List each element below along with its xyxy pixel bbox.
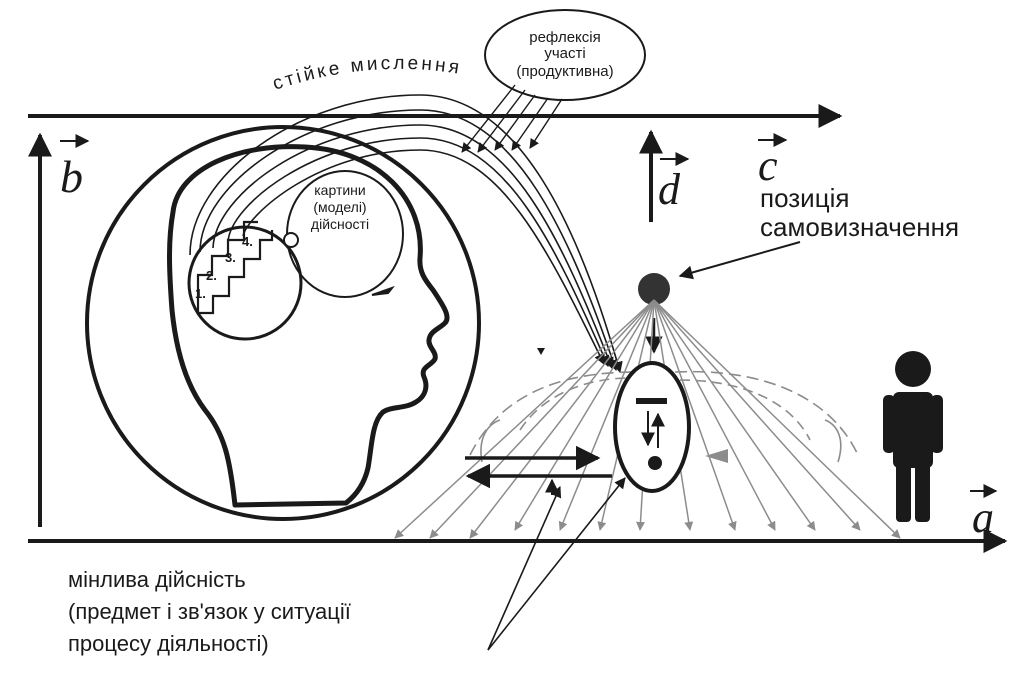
grey-left-arrow bbox=[705, 449, 728, 463]
position-label-2: самовизначення bbox=[760, 212, 959, 242]
svg-text:b: b bbox=[60, 151, 83, 202]
person-icon bbox=[883, 351, 943, 522]
position-pointer-arrow bbox=[680, 242, 800, 276]
vector-b-label: b bbox=[60, 141, 88, 202]
reflexia-label-1: рефлексія bbox=[529, 29, 600, 46]
oval-bar bbox=[636, 398, 667, 404]
changing-reality-line-3: процесу діяльності) bbox=[68, 631, 269, 656]
thinking-arcs bbox=[190, 95, 620, 372]
models-label-2: (моделі) bbox=[313, 199, 366, 215]
oval-dot bbox=[648, 456, 662, 470]
changing-reality-line-2: (предмет і зв'язок у ситуації bbox=[68, 599, 351, 624]
step-2: 2. bbox=[206, 268, 217, 283]
step-1: 1. bbox=[195, 286, 206, 301]
step-4: 4. bbox=[242, 234, 253, 249]
vector-a-label: a bbox=[970, 491, 996, 542]
position-label-1: позиція bbox=[760, 183, 849, 213]
central-oval bbox=[615, 363, 689, 491]
svg-text:a: a bbox=[972, 493, 994, 542]
stable-thinking-label: стійке мислення bbox=[270, 53, 463, 95]
models-label-1: картини bbox=[314, 182, 365, 198]
changing-reality-line-1: мінлива дійсність bbox=[68, 567, 246, 592]
small-marker bbox=[537, 348, 545, 355]
svg-text:d: d bbox=[658, 165, 681, 214]
ray-line bbox=[654, 300, 900, 538]
models-label-3: дійсності bbox=[311, 216, 369, 232]
step-3: 3. bbox=[225, 250, 236, 265]
vector-d-label: d bbox=[658, 159, 688, 214]
connector-dot bbox=[284, 233, 298, 247]
pointer-arrow-left bbox=[488, 487, 560, 650]
reflexia-label-2: участі bbox=[544, 45, 585, 62]
pointer-arrow-right bbox=[488, 478, 625, 650]
reflexia-label-3: (продуктивна) bbox=[516, 63, 613, 80]
